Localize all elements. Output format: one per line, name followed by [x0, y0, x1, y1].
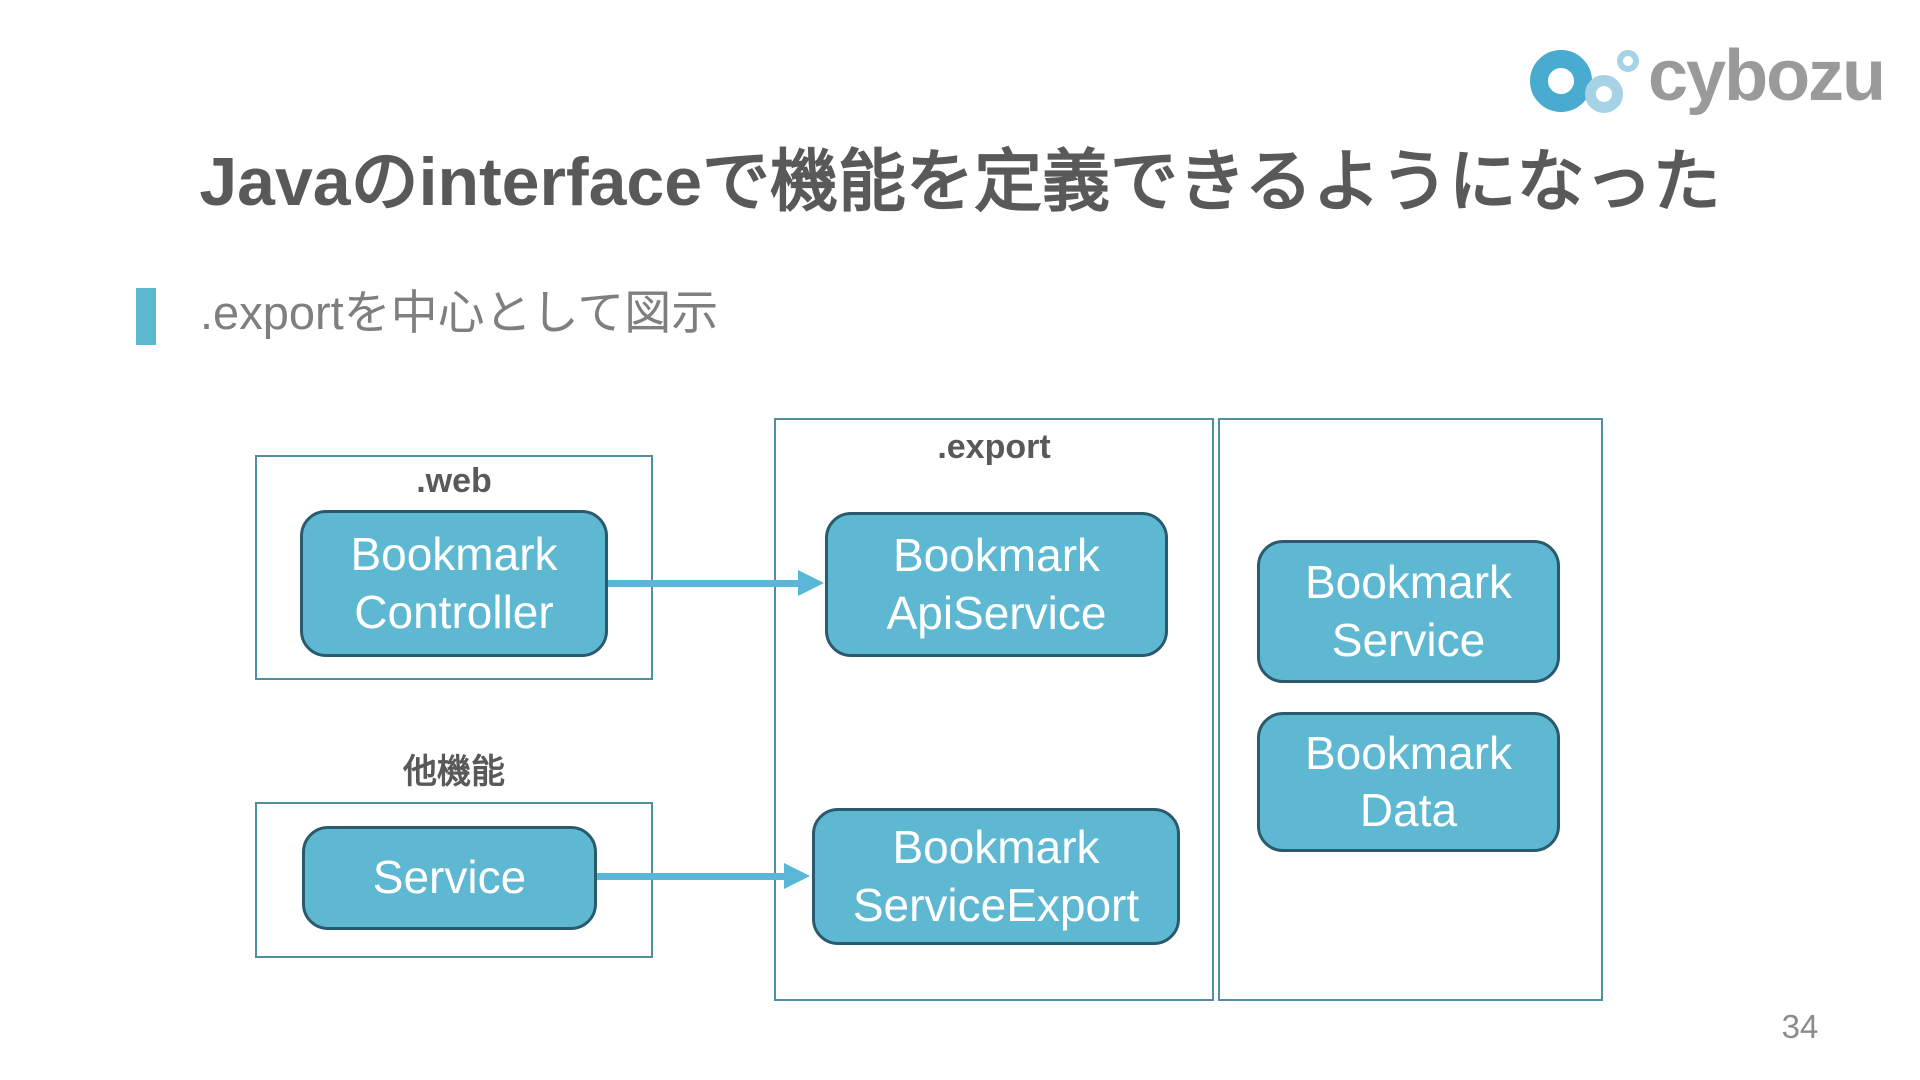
node-bookmark-service: Bookmark Service [1257, 540, 1560, 683]
bullet-text: .exportを中心として図示 [200, 286, 719, 339]
arrow-controller-to-apiservice-head-icon [798, 570, 824, 596]
logo-circle-medium-icon [1585, 75, 1623, 113]
node-bookmark-apiservice: Bookmark ApiService [825, 512, 1168, 657]
node-bookmark-serviceexport: Bookmark ServiceExport [812, 808, 1180, 945]
logo-circle-small-icon [1617, 50, 1639, 72]
group-web-label: .web [416, 462, 492, 500]
logo-text: cybozu [1648, 36, 1886, 116]
group-export-label: .export [937, 428, 1051, 466]
page-number: 34 [1781, 1008, 1819, 1045]
arrow-service-to-serviceexport [597, 873, 785, 880]
group-export [774, 418, 1214, 1001]
logo-circle-large-icon [1530, 50, 1592, 112]
group-right [1218, 418, 1603, 1001]
node-service: Service [302, 826, 597, 930]
cybozu-logo: cybozu [1520, 40, 1920, 140]
node-bookmark-controller: Bookmark Controller [300, 510, 608, 657]
node-bookmark-data: Bookmark Data [1257, 712, 1560, 852]
arrow-service-to-serviceexport-head-icon [784, 863, 810, 889]
group-web [255, 455, 653, 680]
bullet-marker [136, 288, 156, 345]
page-title: Javaのinterfaceで機能を定義できるようになった [199, 144, 1721, 220]
group-other-functions-label: 他機能 [403, 753, 505, 791]
arrow-controller-to-apiservice [608, 580, 800, 587]
group-other-functions [255, 802, 653, 958]
